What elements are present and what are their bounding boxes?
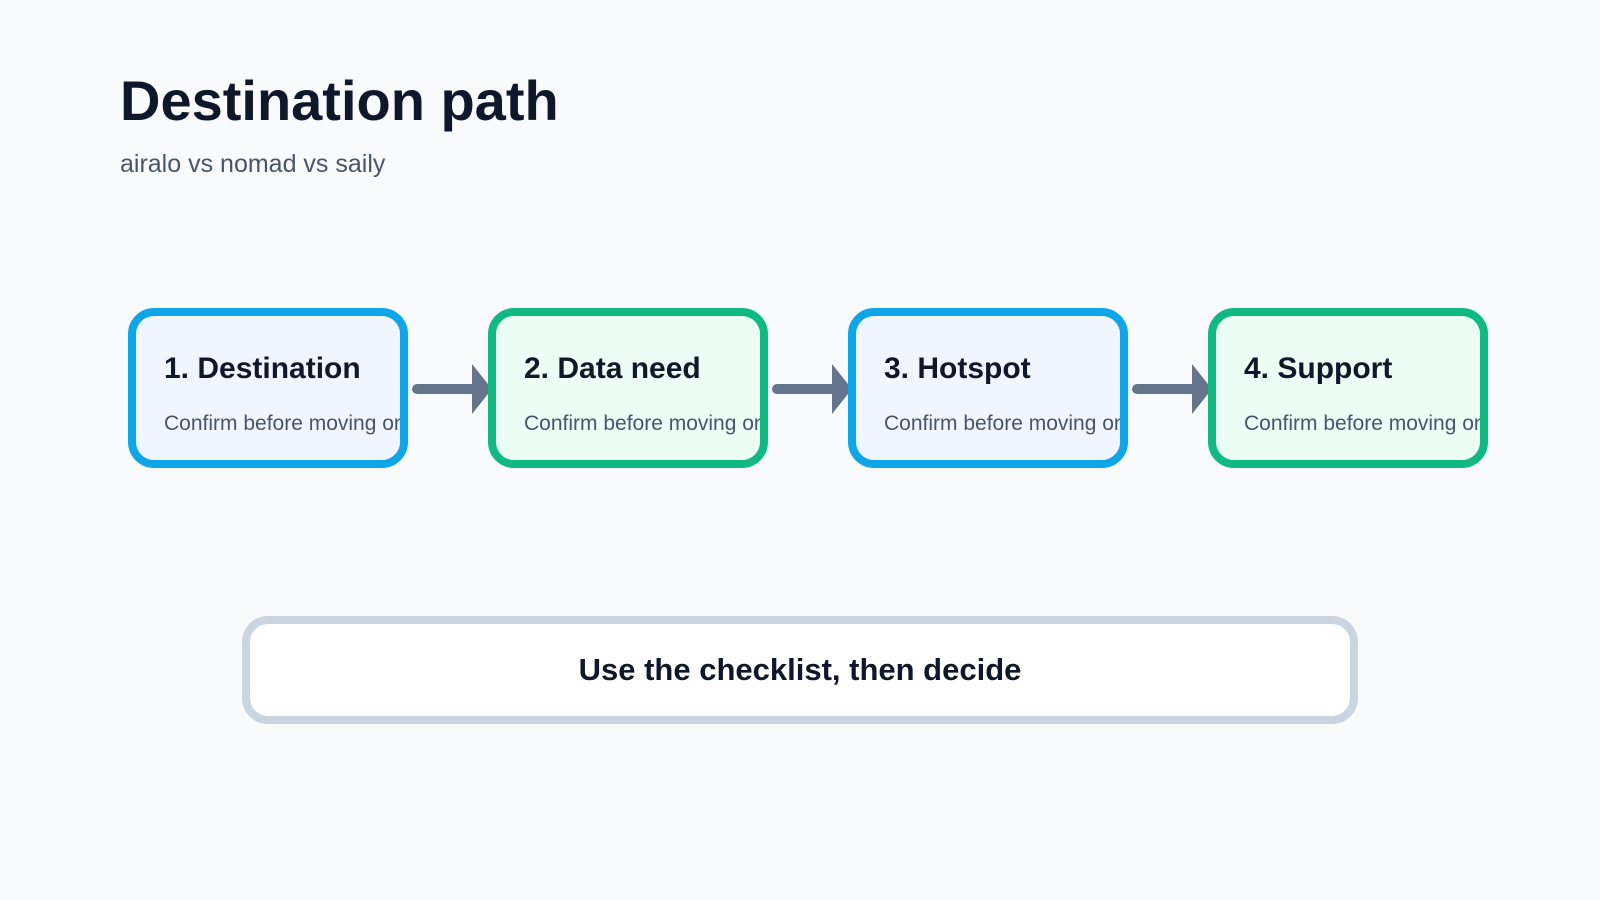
callout-text: Use the checklist, then decide [578, 652, 1022, 687]
step-label: 1. Destination [164, 352, 361, 385]
arrow-right-icon [412, 364, 492, 414]
step-data-need: 2. Data need Confirm before moving on [488, 308, 768, 468]
page-subtitle: airalo vs nomad vs saily [120, 150, 386, 178]
step-note: Confirm before moving on [884, 412, 1126, 435]
step-destination: 1. Destination Confirm before moving on [128, 308, 408, 468]
page-title: Destination path [120, 69, 559, 132]
step-note: Confirm before moving on [1244, 412, 1486, 435]
step-hotspot: 3. Hotspot Confirm before moving on [848, 308, 1128, 468]
callout-box: Use the checklist, then decide [242, 616, 1358, 724]
step-note: Confirm before moving on [524, 412, 766, 435]
arrow-right-icon [1132, 364, 1212, 414]
step-label: 3. Hotspot [884, 352, 1031, 385]
step-label: 2. Data need [524, 352, 701, 385]
step-support: 4. Support Confirm before moving on [1208, 308, 1488, 468]
step-note: Confirm before moving on [164, 412, 406, 435]
step-label: 4. Support [1244, 352, 1393, 385]
arrow-right-icon [772, 364, 852, 414]
